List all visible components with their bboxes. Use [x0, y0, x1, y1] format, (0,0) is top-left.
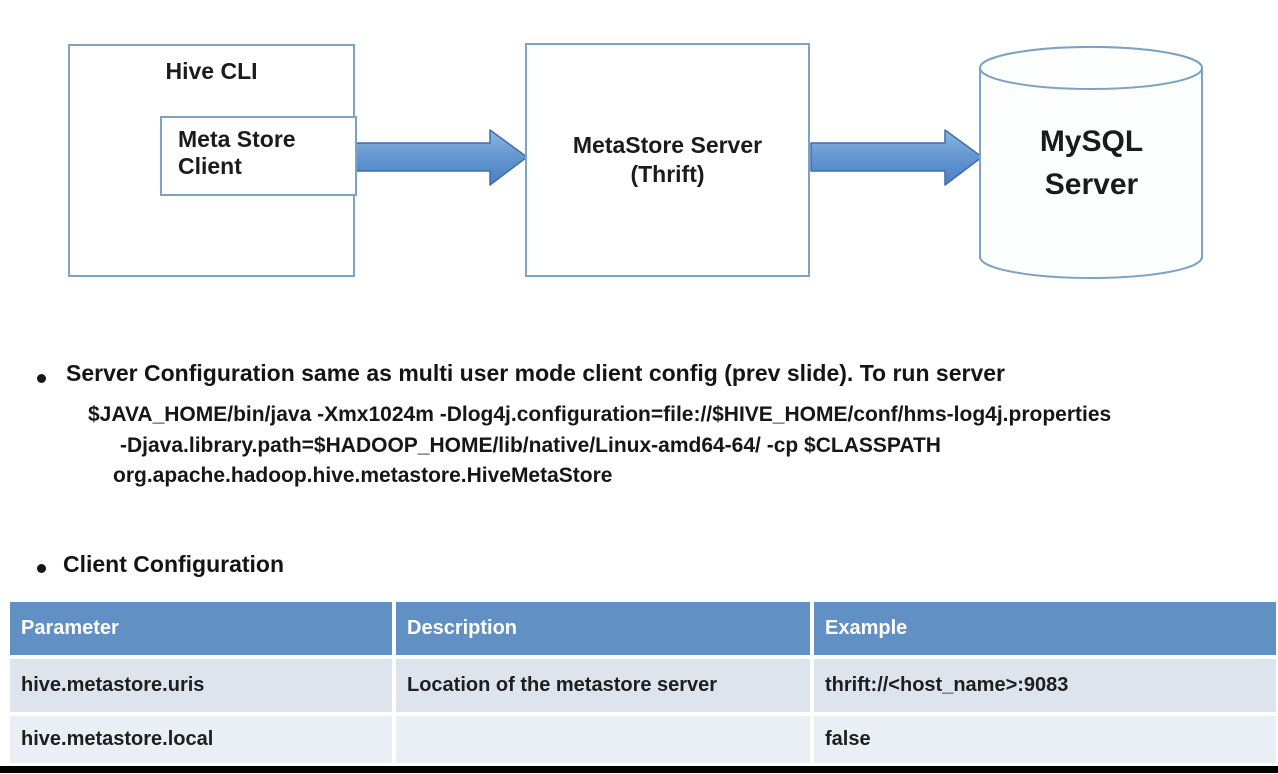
bullet-icon [37, 374, 46, 383]
client-config-heading: Client Configuration [63, 551, 285, 577]
bullet-icon [37, 564, 46, 573]
server-command-line-1: $JAVA_HOME/bin/java -Xmx1024m -Dlog4j.co… [88, 403, 1112, 426]
cell-parameter: hive.metastore.local [10, 716, 392, 763]
cell-example: thrift://<host_name>:9083 [814, 659, 1276, 712]
arrow-server-to-mysql-icon [810, 129, 983, 186]
bottom-border-bar [0, 766, 1278, 773]
metastore-server-sublabel: (Thrift) [630, 161, 705, 187]
hive-cli-label: Hive CLI [165, 58, 258, 84]
mysql-cylinder-icon [979, 46, 1203, 279]
table-header-example: Example [814, 602, 1276, 655]
cell-parameter: hive.metastore.uris [10, 659, 392, 712]
cell-example: false [814, 716, 1276, 763]
cell-description: Location of the metastore server [396, 659, 810, 712]
arrow-client-to-server-icon [355, 129, 528, 186]
mysql-server-line2: Server [1044, 167, 1139, 201]
metastore-client-box: Meta Store Client [160, 116, 357, 196]
table-row: hive.metastore.local false [10, 716, 1276, 763]
table-header-description: Description [396, 602, 810, 655]
metastore-server-box: MetaStore Server (Thrift) [525, 43, 810, 277]
server-config-heading: Server Configuration same as multi user … [66, 360, 1005, 386]
client-config-table: Parameter Description Example hive.metas… [10, 602, 1276, 763]
metastore-client-label: Meta Store Client [178, 126, 296, 179]
server-command-line-3: org.apache.hadoop.hive.metastore.HiveMet… [113, 464, 613, 487]
table-row: hive.metastore.uris Location of the meta… [10, 659, 1276, 712]
cell-description [396, 716, 810, 763]
server-command-line-2: -Djava.library.path=$HADOOP_HOME/lib/nat… [120, 434, 941, 457]
architecture-diagram: Hive CLI Meta Store Client MetaStore Ser… [0, 0, 1278, 330]
table-header-parameter: Parameter [10, 602, 392, 655]
mysql-server-line1: MySQL [1039, 124, 1144, 158]
mysql-server-label: MySQL Server [978, 45, 1205, 280]
metastore-server-label: MetaStore Server [572, 132, 763, 158]
table-header-row: Parameter Description Example [10, 602, 1276, 655]
